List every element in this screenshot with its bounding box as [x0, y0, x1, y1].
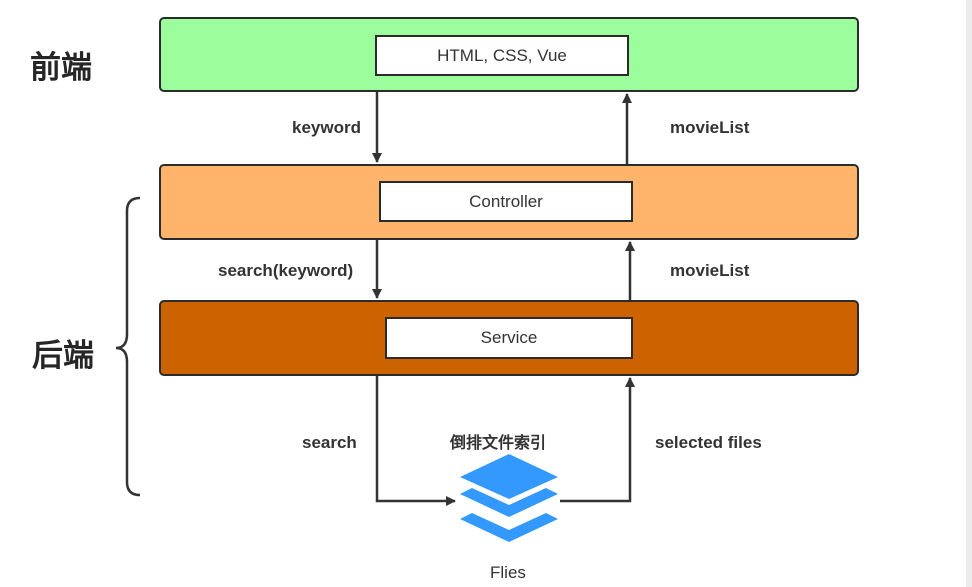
backend-bracket: [115, 196, 141, 497]
files-label: Flies: [490, 563, 526, 582]
edge-label-movielist-mid: movieList: [670, 261, 750, 280]
layers-icon: [460, 454, 558, 542]
service-inner-box: Service: [385, 317, 633, 359]
edge-label-selected-files: selected files: [655, 433, 762, 452]
controller-inner-box: Controller: [379, 181, 633, 222]
frontend-tech-box: HTML, CSS, Vue: [375, 35, 629, 76]
frontend-label: 前端: [30, 50, 92, 86]
arrow-search: [375, 376, 456, 506]
edge-label-search: search: [302, 433, 357, 452]
window-scroll-edge: [966, 0, 972, 587]
edge-label-keyword: keyword: [292, 118, 361, 137]
backend-label: 后端: [32, 338, 94, 374]
index-title: 倒排文件索引: [450, 433, 547, 452]
edge-label-search-keyword: search(keyword): [218, 261, 354, 280]
edge-label-movielist-top: movieList: [670, 118, 750, 137]
arrow-selected-files: [560, 377, 635, 503]
